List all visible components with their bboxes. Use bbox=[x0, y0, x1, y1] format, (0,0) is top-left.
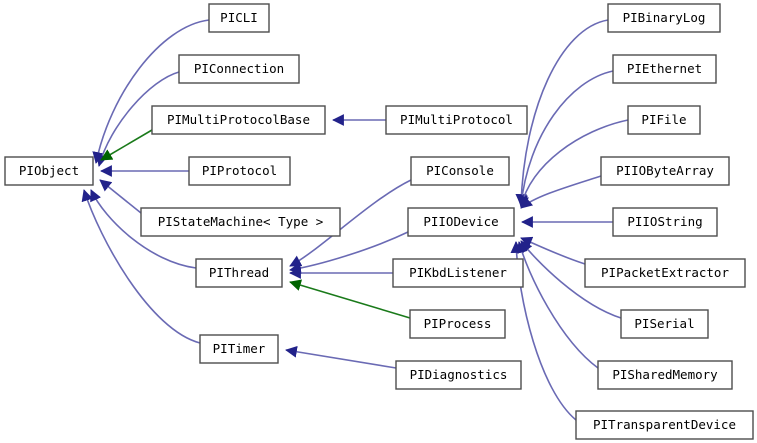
class-node-box-pistatemachine[interactable] bbox=[140, 207, 341, 237]
class-node-label-pitimer: PITimer bbox=[213, 341, 266, 356]
inheritance-edge-piprocess-to-pithread bbox=[289, 279, 411, 319]
inheritance-edge-pisharedmemory-to-piiodevice bbox=[516, 241, 599, 369]
class-node-box-pibinarylog[interactable] bbox=[607, 3, 721, 33]
class-node-piiobytearray[interactable]: PIIOByteArray bbox=[600, 156, 730, 186]
class-node-label-piconnection: PIConnection bbox=[194, 61, 284, 76]
class-node-label-pimultiprotocol: PIMultiProtocol bbox=[400, 112, 513, 127]
class-node-piserial[interactable]: PISerial bbox=[620, 309, 709, 339]
class-node-label-piiostring: PIIOString bbox=[627, 214, 702, 229]
inheritance-edge-pistatemachine-to-piobject bbox=[99, 179, 142, 214]
class-node-box-pimultiprotocol[interactable] bbox=[385, 105, 528, 135]
class-node-pipacketextractor[interactable]: PIPacketExtractor bbox=[584, 258, 746, 288]
class-node-box-pipacketextractor[interactable] bbox=[584, 258, 746, 288]
node-layer: PIObject PICLI PIConnectionPIMultiProtocol… bbox=[4, 3, 754, 440]
class-node-box-piconsole[interactable] bbox=[410, 156, 510, 186]
class-node-box-pitransparentdevice[interactable] bbox=[575, 410, 754, 440]
class-node-piiodevice[interactable]: PIIODevice bbox=[407, 207, 515, 237]
class-node-label-piethernet: PIEthernet bbox=[627, 61, 702, 76]
inheritance-edge-pifile-to-piiodevice bbox=[517, 119, 629, 208]
class-node-piprocess[interactable]: PIProcess bbox=[409, 309, 506, 339]
class-node-piobject[interactable]: PIObject bbox=[4, 156, 94, 186]
class-node-box-piprocess[interactable] bbox=[409, 309, 506, 339]
class-node-label-pifile: PIFile bbox=[641, 112, 686, 127]
inheritance-edge-pithread-to-piobject bbox=[90, 189, 197, 269]
class-node-label-piiobytearray: PIIOByteArray bbox=[616, 163, 714, 178]
class-node-box-piserial[interactable] bbox=[620, 309, 709, 339]
class-node-label-piobject: PIObject bbox=[19, 163, 79, 178]
class-node-label-picli: PICLI bbox=[220, 10, 258, 25]
class-node-picli[interactable]: PICLI bbox=[208, 3, 270, 33]
class-node-box-piethernet[interactable] bbox=[612, 54, 717, 84]
class-node-box-piiobytearray[interactable] bbox=[600, 156, 730, 186]
class-node-pimultiprotocolbase[interactable]: PIMultiProtocolBase bbox=[151, 105, 326, 135]
inheritance-edge-piconsole-to-pithread bbox=[289, 179, 412, 267]
class-node-piprotocol[interactable]: PIProtocol bbox=[188, 156, 291, 186]
class-node-box-pidiagnostics[interactable] bbox=[395, 360, 522, 390]
class-node-pifile[interactable]: PIFile bbox=[627, 105, 701, 135]
class-node-box-piconnection[interactable] bbox=[178, 54, 300, 84]
class-node-label-piconsole: PIConsole bbox=[426, 163, 494, 178]
inheritance-edge-picli-to-piobject bbox=[92, 19, 210, 164]
class-node-pitransparentdevice[interactable]: PITransparentDevice bbox=[575, 410, 754, 440]
class-node-pitimer[interactable]: PITimer bbox=[199, 334, 279, 364]
class-node-label-pipacketextractor: PIPacketExtractor bbox=[601, 265, 729, 280]
class-node-box-pimultiprotocolbase[interactable] bbox=[151, 105, 326, 135]
class-node-label-pibinarylog: PIBinaryLog bbox=[623, 10, 706, 25]
inheritance-edge-pimultiprotocolbase-to-piobject bbox=[100, 129, 153, 161]
class-node-piethernet[interactable]: PIEthernet bbox=[612, 54, 717, 84]
class-node-pistatemachine[interactable]: PIStateMachine< Type > bbox=[140, 207, 341, 237]
inheritance-edge-pibinarylog-to-piiodevice bbox=[515, 19, 609, 206]
class-node-pisharedmemory[interactable]: PISharedMemory bbox=[597, 360, 733, 390]
class-node-label-piprotocol: PIProtocol bbox=[202, 163, 277, 178]
class-node-box-pifile[interactable] bbox=[627, 105, 701, 135]
class-node-pikbdlistener[interactable]: PIKbdListener bbox=[392, 258, 524, 288]
class-node-box-pithread[interactable] bbox=[195, 258, 283, 288]
class-node-pithread[interactable]: PIThread bbox=[195, 258, 283, 288]
class-node-label-pithread: PIThread bbox=[209, 265, 269, 280]
class-node-label-pidiagnostics: PIDiagnostics bbox=[410, 367, 508, 382]
inheritance-edge-piethernet-to-piiodevice bbox=[516, 70, 614, 207]
class-node-label-pistatemachine: PIStateMachine< Type > bbox=[158, 214, 324, 229]
class-node-label-pimultiprotocolbase: PIMultiProtocolBase bbox=[167, 112, 310, 127]
class-node-box-piobject[interactable] bbox=[4, 156, 94, 186]
class-node-piconnection[interactable]: PIConnection bbox=[178, 54, 300, 84]
class-node-piconsole[interactable]: PIConsole bbox=[410, 156, 510, 186]
class-node-pimultiprotocol[interactable]: PIMultiProtocol bbox=[385, 105, 528, 135]
class-node-label-pitransparentdevice: PITransparentDevice bbox=[593, 417, 736, 432]
class-node-label-piprocess: PIProcess bbox=[424, 316, 492, 331]
class-node-label-pikbdlistener: PIKbdListener bbox=[409, 265, 507, 280]
class-node-box-picli[interactable] bbox=[208, 3, 270, 33]
inheritance-edge-pipacketextractor-to-piiodevice bbox=[520, 236, 586, 265]
class-node-box-piiodevice[interactable] bbox=[407, 207, 515, 237]
class-node-piiostring[interactable]: PIIOString bbox=[612, 207, 718, 237]
class-node-box-pisharedmemory[interactable] bbox=[597, 360, 733, 390]
class-node-pibinarylog[interactable]: PIBinaryLog bbox=[607, 3, 721, 33]
inheritance-edge-pitimer-to-piobject bbox=[81, 189, 201, 344]
class-node-label-piserial: PISerial bbox=[634, 316, 694, 331]
class-node-box-pikbdlistener[interactable] bbox=[392, 258, 524, 288]
class-node-label-piiodevice: PIIODevice bbox=[423, 214, 498, 229]
class-node-pidiagnostics[interactable]: PIDiagnostics bbox=[395, 360, 522, 390]
inheritance-edge-pidiagnostics-to-pitimer bbox=[285, 345, 397, 369]
inheritance-edge-piiobytearray-to-piiodevice bbox=[520, 175, 602, 209]
class-node-box-piprotocol[interactable] bbox=[188, 156, 291, 186]
class-node-box-piiostring[interactable] bbox=[612, 207, 718, 237]
inheritance-edge-piiodevice-to-pithread bbox=[289, 231, 409, 275]
class-node-box-pitimer[interactable] bbox=[199, 334, 279, 364]
class-node-label-pisharedmemory: PISharedMemory bbox=[612, 367, 718, 382]
